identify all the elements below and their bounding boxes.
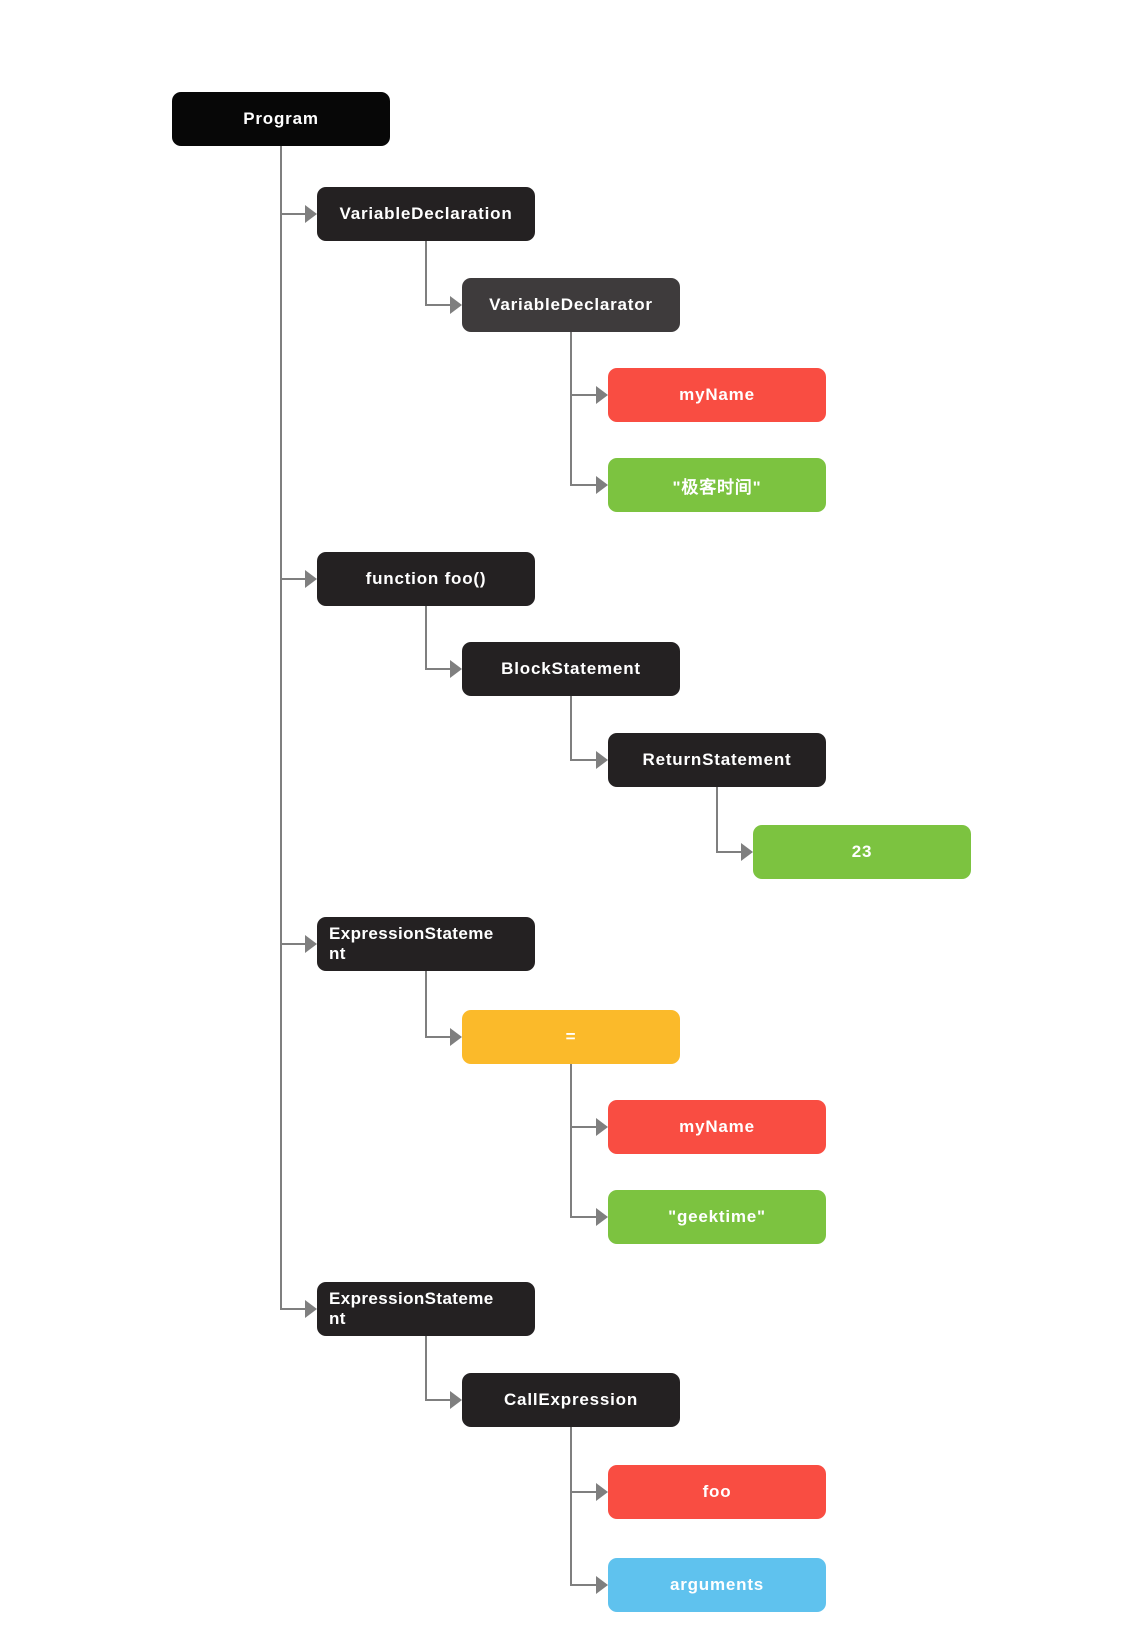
node-label: 23: [851, 842, 873, 861]
node-block-statement[interactable]: BlockStatement: [462, 642, 680, 696]
edge-literal-23-line: [716, 851, 741, 853]
node-literal-23[interactable]: 23: [753, 825, 971, 879]
edge-block-statement-line: [425, 668, 450, 670]
node-foo[interactable]: foo: [608, 1465, 826, 1519]
edge-expression-statement-1-spine: [425, 971, 427, 1038]
node-variable-declarator[interactable]: VariableDeclarator: [462, 278, 680, 332]
node-expression-statement-2[interactable]: ExpressionStateme nt: [317, 1282, 535, 1336]
edge-function-foo-spine: [425, 606, 427, 670]
edge-program-spine: [280, 146, 282, 1310]
edge-jike-shijian-literal-arrowhead-icon: [596, 476, 608, 494]
node-label: "极客时间": [672, 477, 762, 497]
edge-expression-statement-1-arrowhead-icon: [305, 935, 317, 953]
node-expression-statement-1[interactable]: ExpressionStateme nt: [317, 917, 535, 971]
edge-arguments-arrowhead-icon: [596, 1576, 608, 1594]
node-variable-declaration[interactable]: VariableDeclaration: [317, 187, 535, 241]
node-program[interactable]: Program: [172, 92, 390, 146]
edge-expression-statement-2-line: [280, 1308, 305, 1310]
node-label: arguments: [669, 1575, 765, 1594]
node-assignment-operator[interactable]: =: [462, 1010, 680, 1064]
node-call-expression[interactable]: CallExpression: [462, 1373, 680, 1427]
node-myname-2[interactable]: myName: [608, 1100, 826, 1154]
edge-arguments-line: [570, 1584, 596, 1586]
node-label: =: [565, 1027, 577, 1046]
edge-block-statement-arrowhead-icon: [450, 660, 462, 678]
edge-expression-statement-2-spine: [425, 1336, 427, 1401]
edge-foo-line: [570, 1491, 596, 1493]
edge-call-expression-line: [425, 1399, 450, 1401]
node-jike-shijian-literal[interactable]: "极客时间": [608, 458, 826, 512]
edge-call-expression-arrowhead-icon: [450, 1391, 462, 1409]
edge-geektime-literal-arrowhead-icon: [596, 1208, 608, 1226]
node-label: VariableDeclarator: [489, 295, 653, 314]
edge-foo-arrowhead-icon: [596, 1483, 608, 1501]
edge-variable-declaration-arrowhead-icon: [305, 205, 317, 223]
edge-expression-statement-1-line: [280, 943, 305, 945]
node-label: myName: [679, 385, 755, 404]
edge-myname-2-arrowhead-icon: [596, 1118, 608, 1136]
node-function-foo[interactable]: function foo(): [317, 552, 535, 606]
edge-variable-declarator-spine: [570, 332, 572, 486]
node-label: BlockStatement: [501, 659, 641, 678]
node-geektime-literal[interactable]: "geektime": [608, 1190, 826, 1244]
node-label: ExpressionStateme nt: [329, 924, 494, 963]
node-return-statement[interactable]: ReturnStatement: [608, 733, 826, 787]
node-label: Program: [243, 109, 319, 128]
node-label: VariableDeclaration: [339, 204, 513, 223]
edge-myname-1-arrowhead-icon: [596, 386, 608, 404]
node-label: foo: [702, 1482, 732, 1501]
edge-variable-declarator-line: [425, 304, 450, 306]
node-label: function foo(): [365, 569, 487, 588]
edge-return-statement-spine: [716, 787, 718, 853]
edge-return-statement-arrowhead-icon: [596, 751, 608, 769]
edge-assignment-operator-arrowhead-icon: [450, 1028, 462, 1046]
node-label: ReturnStatement: [642, 750, 792, 769]
edge-myname-2-line: [570, 1126, 596, 1128]
edge-assignment-operator-line: [425, 1036, 450, 1038]
node-label: CallExpression: [503, 1390, 639, 1409]
edge-block-statement-spine: [570, 696, 572, 761]
edge-call-expression-spine: [570, 1427, 572, 1586]
edge-jike-shijian-literal-line: [570, 484, 596, 486]
edge-function-foo-line: [280, 578, 305, 580]
edge-return-statement-line: [570, 759, 596, 761]
node-arguments[interactable]: arguments: [608, 1558, 826, 1612]
edge-assignment-operator-spine: [570, 1064, 572, 1218]
edge-literal-23-arrowhead-icon: [741, 843, 753, 861]
edge-expression-statement-2-arrowhead-icon: [305, 1300, 317, 1318]
edge-function-foo-arrowhead-icon: [305, 570, 317, 588]
node-myname-1[interactable]: myName: [608, 368, 826, 422]
edge-variable-declaration-line: [280, 213, 305, 215]
node-label: ExpressionStateme nt: [329, 1289, 494, 1328]
edge-geektime-literal-line: [570, 1216, 596, 1218]
node-label: myName: [679, 1117, 755, 1136]
edge-variable-declaration-spine: [425, 241, 427, 306]
edge-variable-declarator-arrowhead-icon: [450, 296, 462, 314]
node-label: "geektime": [668, 1207, 766, 1226]
edge-myname-1-line: [570, 394, 596, 396]
